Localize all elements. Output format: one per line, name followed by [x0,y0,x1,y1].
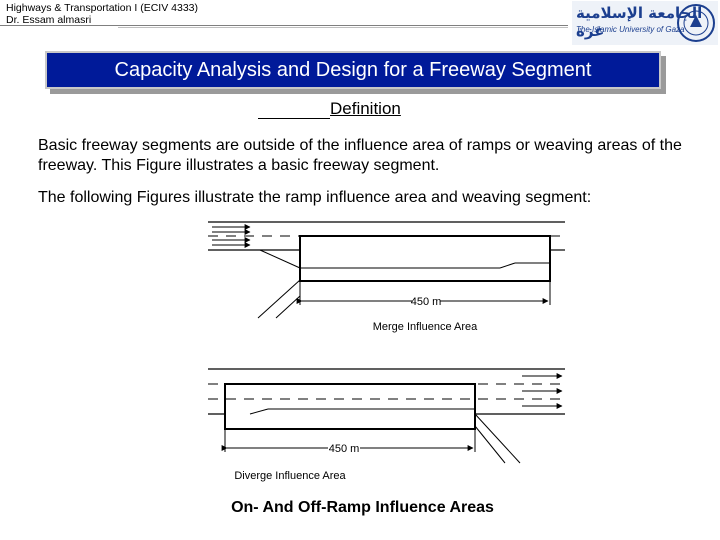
diverge-taper [249,408,269,415]
merge-ramp-edge-lower [257,279,301,319]
definition-heading: Definition [258,99,401,119]
merge-diagram: 450 m Merge Influence Area [208,221,565,333]
merge-taper [499,262,516,269]
merge-ramp-edge-inner [275,295,301,319]
merge-distance-label: 450 m [411,296,442,308]
header-divider-secondary [118,27,568,28]
paragraph-basic-segment: Basic freeway segments are outside of th… [38,137,682,174]
figure-caption-text: On- And Off-Ramp Influence Areas [231,499,494,516]
diverge-caption: Diverge Influence Area [234,470,346,482]
header-text: Highways & Transportation I (ECIV 4333) … [6,2,198,26]
slide-title: Capacity Analysis and Design for a Freew… [45,51,661,89]
diverge-ramp-edge-upper [474,413,521,464]
header-divider [0,25,568,26]
diverge-ramp-edge-lower [474,425,506,464]
merge-caption: Merge Influence Area [373,321,478,333]
paragraph-following-figures: The following Figures illustrate the ram… [38,189,592,206]
diverge-influence-box [224,383,476,430]
merge-influence-box [299,235,551,282]
author-name: Dr. Essam almasri [6,14,92,26]
merge-ramp-edge-upper [259,249,301,269]
university-logo: الجامعة الإسلامية غزة The Islamic Univer… [572,1,718,45]
diverge-distance-label: 450 m [329,443,360,455]
course-title: Highways & Transportation I (ECIV 4333) [6,2,199,14]
university-seal-icon [677,4,715,42]
figure-caption: On- And Off-Ramp Influence Areas [0,499,720,517]
logo-arabic-text: الجامعة الإسلامية غزة [576,4,703,40]
diverge-diagram: 450 m Diverge Influence Area [208,368,565,482]
definition-label: Definition [330,99,401,118]
logo-english-text: The Islamic University of Gaza [576,25,685,34]
